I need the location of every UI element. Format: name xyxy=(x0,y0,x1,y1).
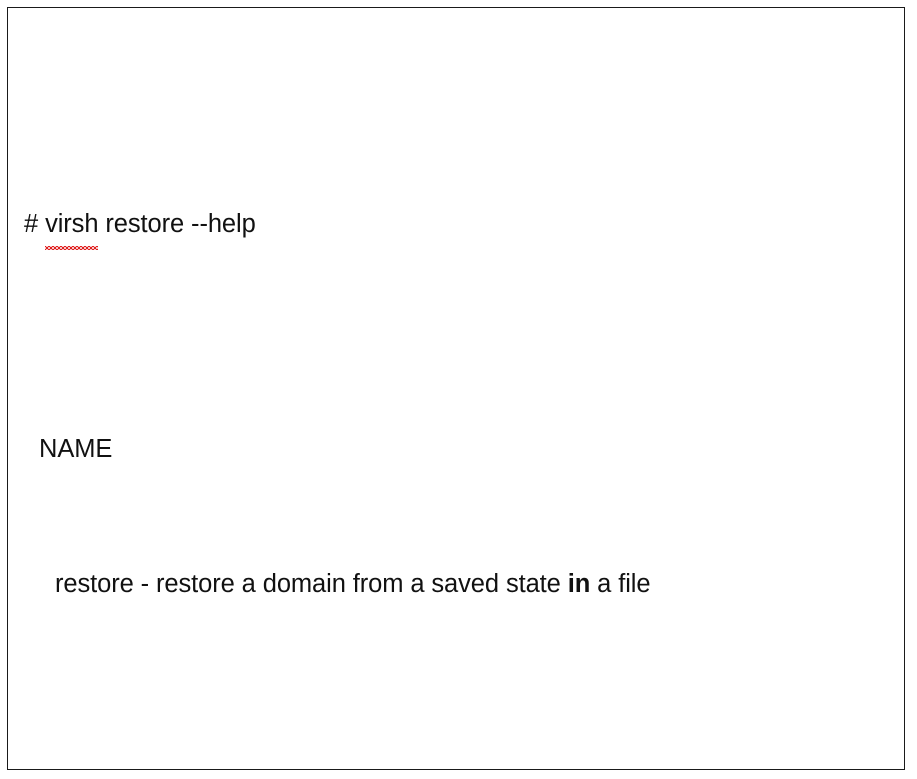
command-line: # virsh restore --help xyxy=(24,202,896,250)
section-heading-name: NAME xyxy=(39,435,113,463)
document-frame: # virsh restore --help NAME restore - re… xyxy=(7,7,905,770)
document-text-area[interactable]: # virsh restore --help NAME restore - re… xyxy=(8,8,904,769)
shell-prompt: # xyxy=(24,210,46,238)
command-arguments: restore --help xyxy=(98,210,256,238)
spacer-after-name xyxy=(24,742,896,769)
misspelled-word-virsh[interactable]: virsh xyxy=(45,202,99,250)
name-text-post: a file xyxy=(590,570,651,598)
name-description-line: restore - restore a domain from a saved … xyxy=(24,562,896,607)
name-text-bold-in: in xyxy=(567,570,591,598)
name-text-pre: restore - restore a domain from a saved … xyxy=(55,570,568,598)
